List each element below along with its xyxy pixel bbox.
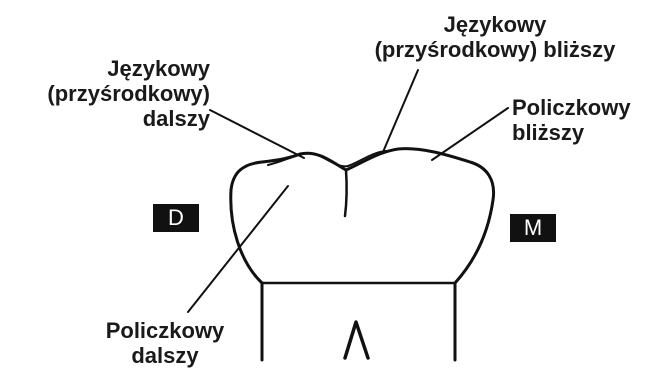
central-groove xyxy=(345,170,347,216)
label-buccal-distal-line2: dalszy xyxy=(80,343,250,368)
label-lingual-distal-line2: (przyśrodkowy) xyxy=(2,81,210,106)
label-lingual-distal-line3: dalszy xyxy=(2,106,210,131)
distal-marker: D xyxy=(153,204,199,232)
label-lingual-distal: Językowy (przyśrodkowy) dalszy xyxy=(2,56,210,131)
root-furcation xyxy=(345,322,368,358)
label-lingual-distal-line1: Językowy xyxy=(2,56,210,81)
label-buccal-distal-line1: Policzkowy xyxy=(80,318,250,343)
crown-outline xyxy=(231,149,494,283)
leader-lingual-distal xyxy=(210,110,304,158)
leader-lingual-mesial xyxy=(383,70,418,152)
label-buccal-distal: Policzkowy dalszy xyxy=(80,318,250,368)
mesial-marker: M xyxy=(510,214,556,242)
label-lingual-mesial-line2: (przyśrodkowy) bliższy xyxy=(350,37,640,62)
label-buccal-mesial-line2: bliższy xyxy=(512,120,652,145)
leader-buccal-distal xyxy=(188,186,288,312)
label-buccal-mesial-line1: Policzkowy xyxy=(512,95,652,120)
label-lingual-mesial: Językowy (przyśrodkowy) bliższy xyxy=(350,12,640,62)
label-lingual-mesial-line1: Językowy xyxy=(350,12,640,37)
leader-buccal-mesial xyxy=(432,108,508,160)
label-buccal-mesial: Policzkowy bliższy xyxy=(512,95,652,145)
